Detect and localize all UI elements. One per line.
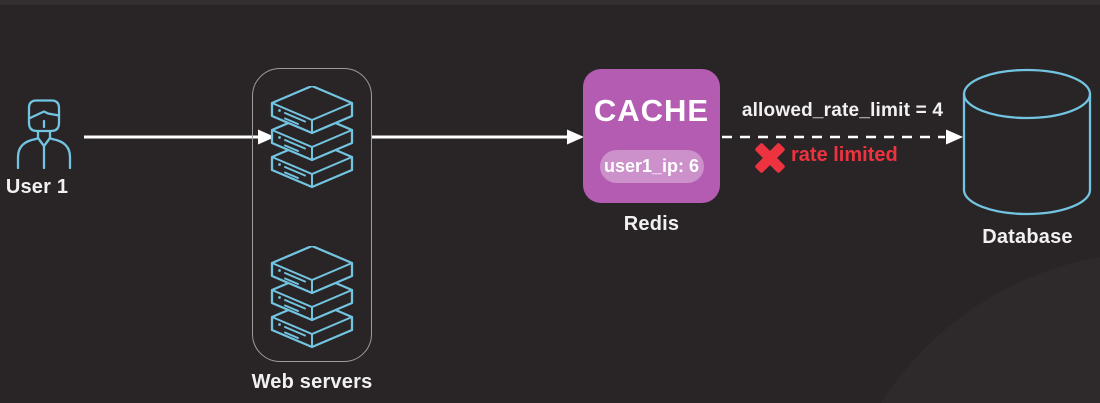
rate-limited-status: rate limited: [791, 144, 898, 166]
redis-label: Redis: [623, 213, 680, 235]
database-cylinder-icon: [962, 68, 1092, 216]
server-stack-icon: [270, 86, 354, 189]
database-label: Database: [982, 226, 1073, 248]
web-servers-container: [252, 68, 372, 362]
server-stack-icon: [270, 246, 354, 349]
person-icon: [16, 99, 72, 169]
background-accent-circle: [829, 252, 1100, 403]
cache-node: CACHE user1_ip: 6: [583, 69, 720, 203]
top-edge-strip: [0, 0, 1100, 5]
arrow-cache-to-database-dashed: [722, 129, 963, 145]
allowed-rate-limit-label: allowed_rate_limit = 4: [741, 100, 944, 121]
web-servers-label: Web servers: [251, 371, 373, 393]
cache-key-pill: user1_ip: 6: [599, 150, 704, 183]
arrow-user-to-webservers: [84, 129, 275, 145]
user-label: User 1: [5, 176, 69, 198]
arrow-webservers-to-cache: [372, 129, 584, 145]
x-mark-icon: [755, 143, 785, 173]
cache-title: CACHE: [593, 93, 710, 128]
